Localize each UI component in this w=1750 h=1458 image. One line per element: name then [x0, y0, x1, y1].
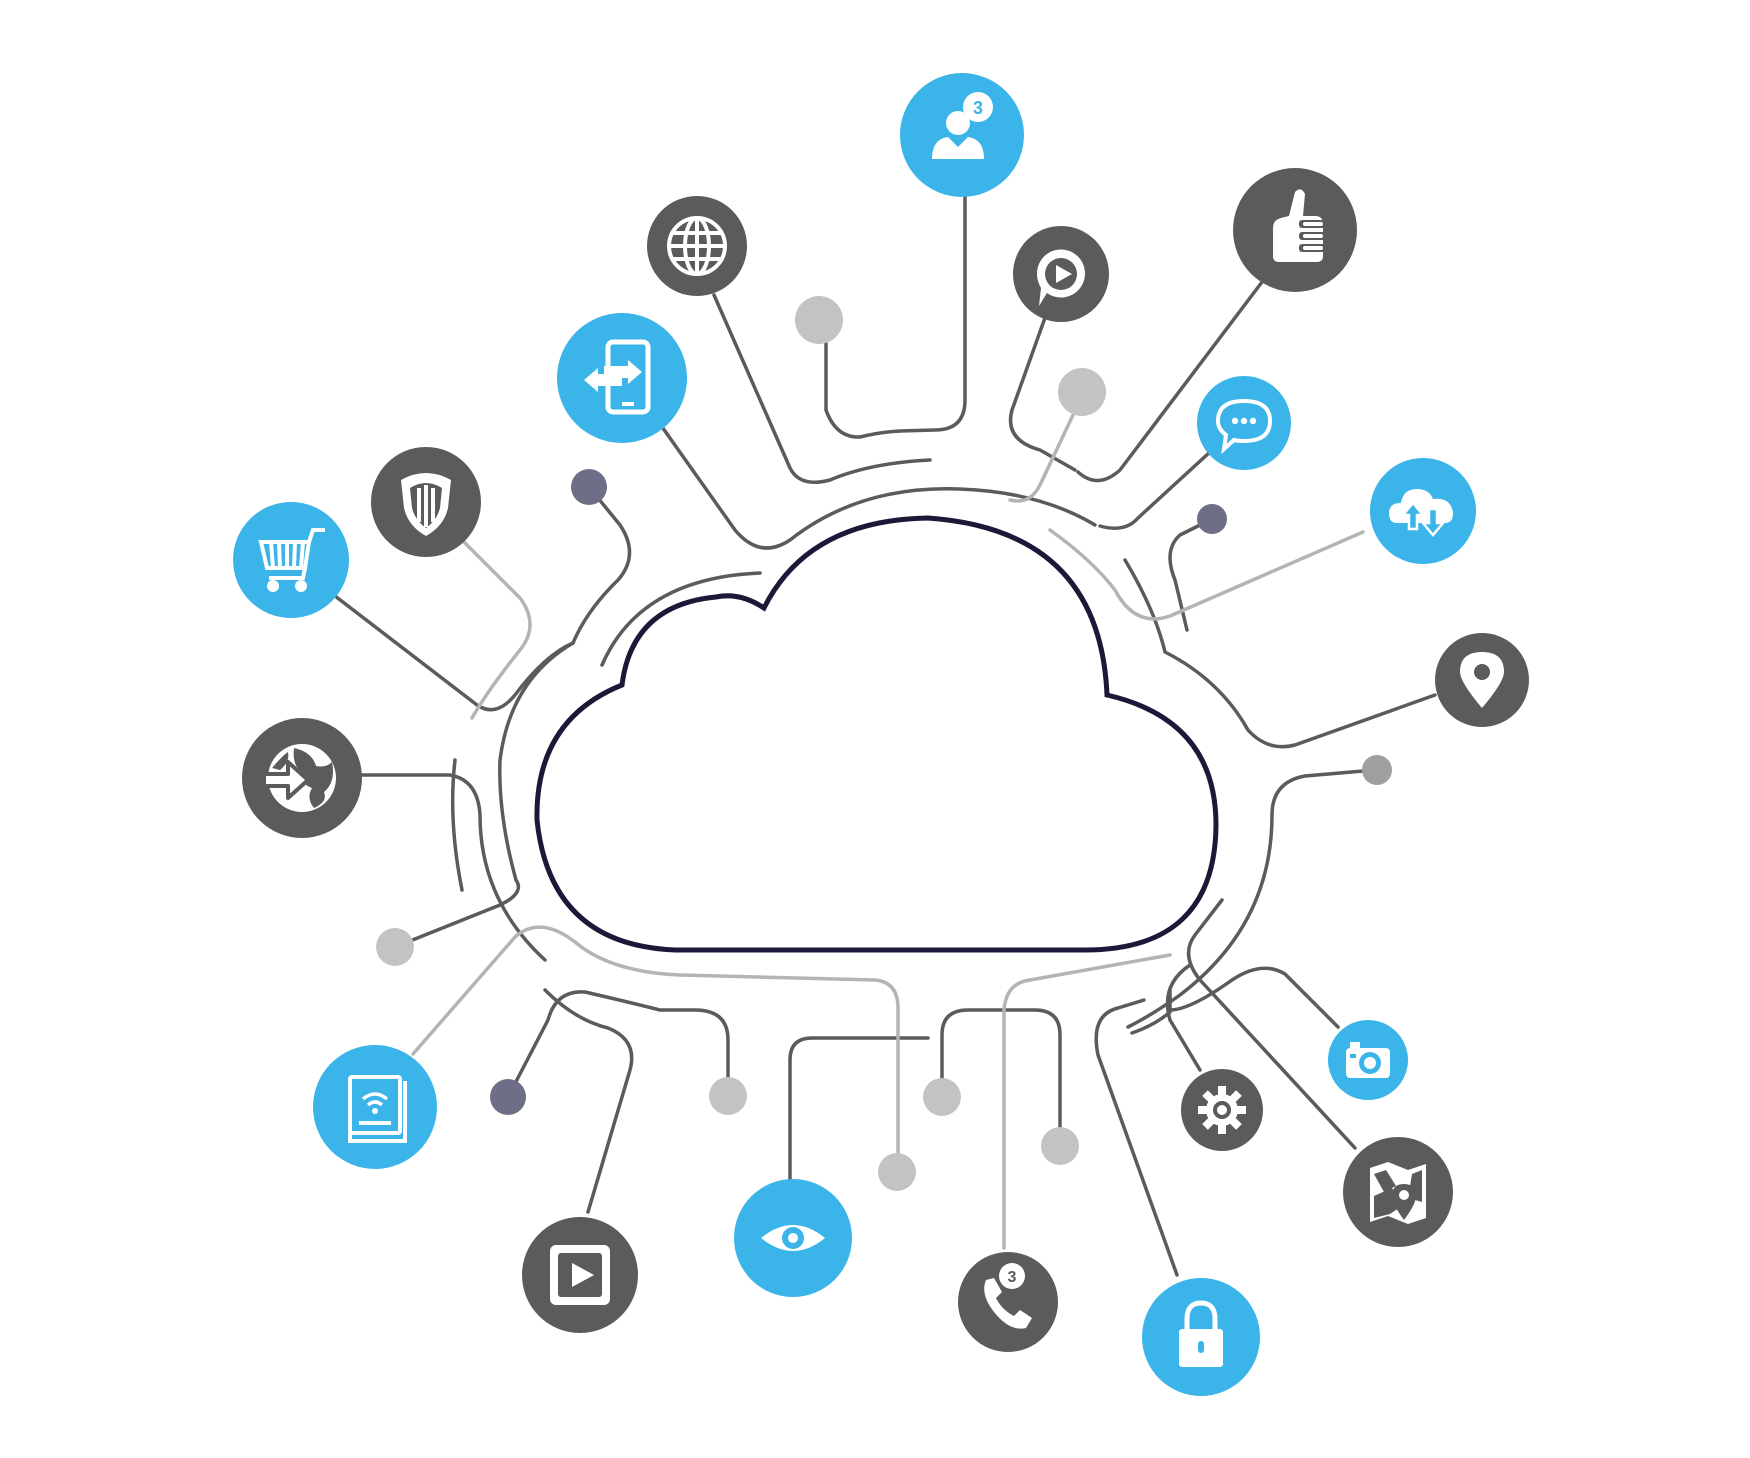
thumbs-up-icon — [1273, 189, 1325, 262]
location-pin-icon — [1460, 652, 1504, 708]
dot — [709, 1077, 747, 1115]
connector-play — [543, 988, 634, 1214]
cart-icon — [258, 528, 325, 592]
node-mobile-transfer[interactable] — [557, 313, 687, 443]
node-globe[interactable] — [647, 196, 747, 296]
eye-icon — [761, 1225, 825, 1251]
connector-cart — [333, 594, 575, 712]
node-video-chat[interactable] — [1013, 226, 1109, 322]
connector-eye — [788, 1036, 930, 1182]
node-user-group[interactable]: 3 — [900, 73, 1024, 197]
shield-icon — [401, 473, 451, 536]
connector-navy-bottom — [506, 990, 730, 1099]
connector-chat — [1098, 450, 1212, 530]
play-icon — [550, 1245, 610, 1305]
node-chat[interactable] — [1197, 376, 1291, 470]
gear-icon — [1198, 1086, 1246, 1134]
light-connectors — [411, 413, 1365, 1250]
phone-icon — [984, 1263, 1032, 1329]
node-map[interactable] — [1343, 1137, 1453, 1247]
node-settings[interactable] — [1181, 1069, 1263, 1151]
connector-cloud-sync — [1048, 528, 1365, 621]
map-icon — [1370, 1162, 1426, 1224]
node-camera[interactable] — [1328, 1020, 1408, 1100]
users-badge — [963, 92, 993, 122]
dot — [1197, 504, 1227, 534]
connector-dot-right — [1126, 768, 1377, 1029]
camera-icon — [1346, 1042, 1390, 1078]
node-location[interactable] — [1435, 633, 1529, 727]
dot — [795, 296, 843, 344]
connector-purple-right — [1168, 517, 1214, 632]
dot — [878, 1153, 916, 1191]
cloud-sync-icon — [1389, 489, 1453, 537]
connector-mobile — [658, 422, 1097, 550]
connection-dots — [376, 296, 1392, 1191]
dot — [376, 928, 414, 966]
connector-user — [824, 193, 967, 439]
connector-dot-center — [940, 1008, 1062, 1147]
node-cloud-sync[interactable] — [1370, 458, 1476, 564]
central-cloud — [534, 515, 1219, 953]
dark-connectors — [333, 193, 1437, 1277]
connector-dot-left — [393, 878, 521, 949]
node-play[interactable] — [522, 1217, 638, 1333]
dot — [1041, 1127, 1079, 1165]
connector-world-arc — [450, 758, 464, 892]
connector-lines — [333, 193, 1437, 1277]
dot — [1058, 368, 1106, 416]
mobile-transfer-icon — [584, 339, 651, 415]
connector-arc-left — [498, 641, 575, 882]
connector-gear — [1165, 963, 1202, 1072]
node-ebook[interactable] — [313, 1045, 437, 1169]
world-arrow-icon — [262, 744, 336, 812]
user-icon — [932, 111, 984, 159]
connector-video-dot — [1008, 413, 1075, 503]
connector-map — [1186, 898, 1357, 1150]
connector-world — [356, 773, 547, 962]
node-eye[interactable] — [734, 1179, 852, 1297]
connector-ebook — [411, 925, 900, 1154]
connector-thumbs-up — [1076, 280, 1264, 483]
users-badge-count: 3 — [973, 98, 983, 118]
connector-shield — [460, 538, 532, 720]
connector-lower-right-arc — [1130, 1010, 1172, 1035]
node-world-share[interactable] — [242, 718, 362, 838]
dot — [490, 1079, 526, 1115]
connector-location — [1123, 558, 1437, 749]
globe-icon — [667, 216, 727, 276]
node-lock[interactable] — [1142, 1278, 1260, 1396]
wifi-book-icon — [348, 1075, 407, 1143]
connector-camera — [1168, 966, 1340, 1029]
node-thumbs-up[interactable] — [1233, 168, 1357, 292]
connector-globe — [712, 293, 932, 484]
dot — [923, 1078, 961, 1116]
node-phone[interactable]: 3 — [958, 1252, 1058, 1352]
connector-arc-left2 — [600, 571, 762, 667]
node-cart[interactable] — [233, 502, 349, 618]
connector-video-chat — [1008, 313, 1077, 472]
chat-bubble-icon — [1215, 398, 1273, 455]
connector-purple-left — [571, 485, 632, 645]
connector-phone — [1002, 953, 1172, 1250]
video-chat-icon — [1036, 249, 1085, 306]
lock-icon — [1179, 1300, 1223, 1367]
dot — [1362, 755, 1392, 785]
node-shield[interactable] — [371, 447, 481, 557]
phone-badge — [999, 1263, 1025, 1289]
dot — [571, 469, 607, 505]
connector-lock — [1094, 998, 1179, 1277]
phone-badge-count: 3 — [1008, 1269, 1017, 1286]
